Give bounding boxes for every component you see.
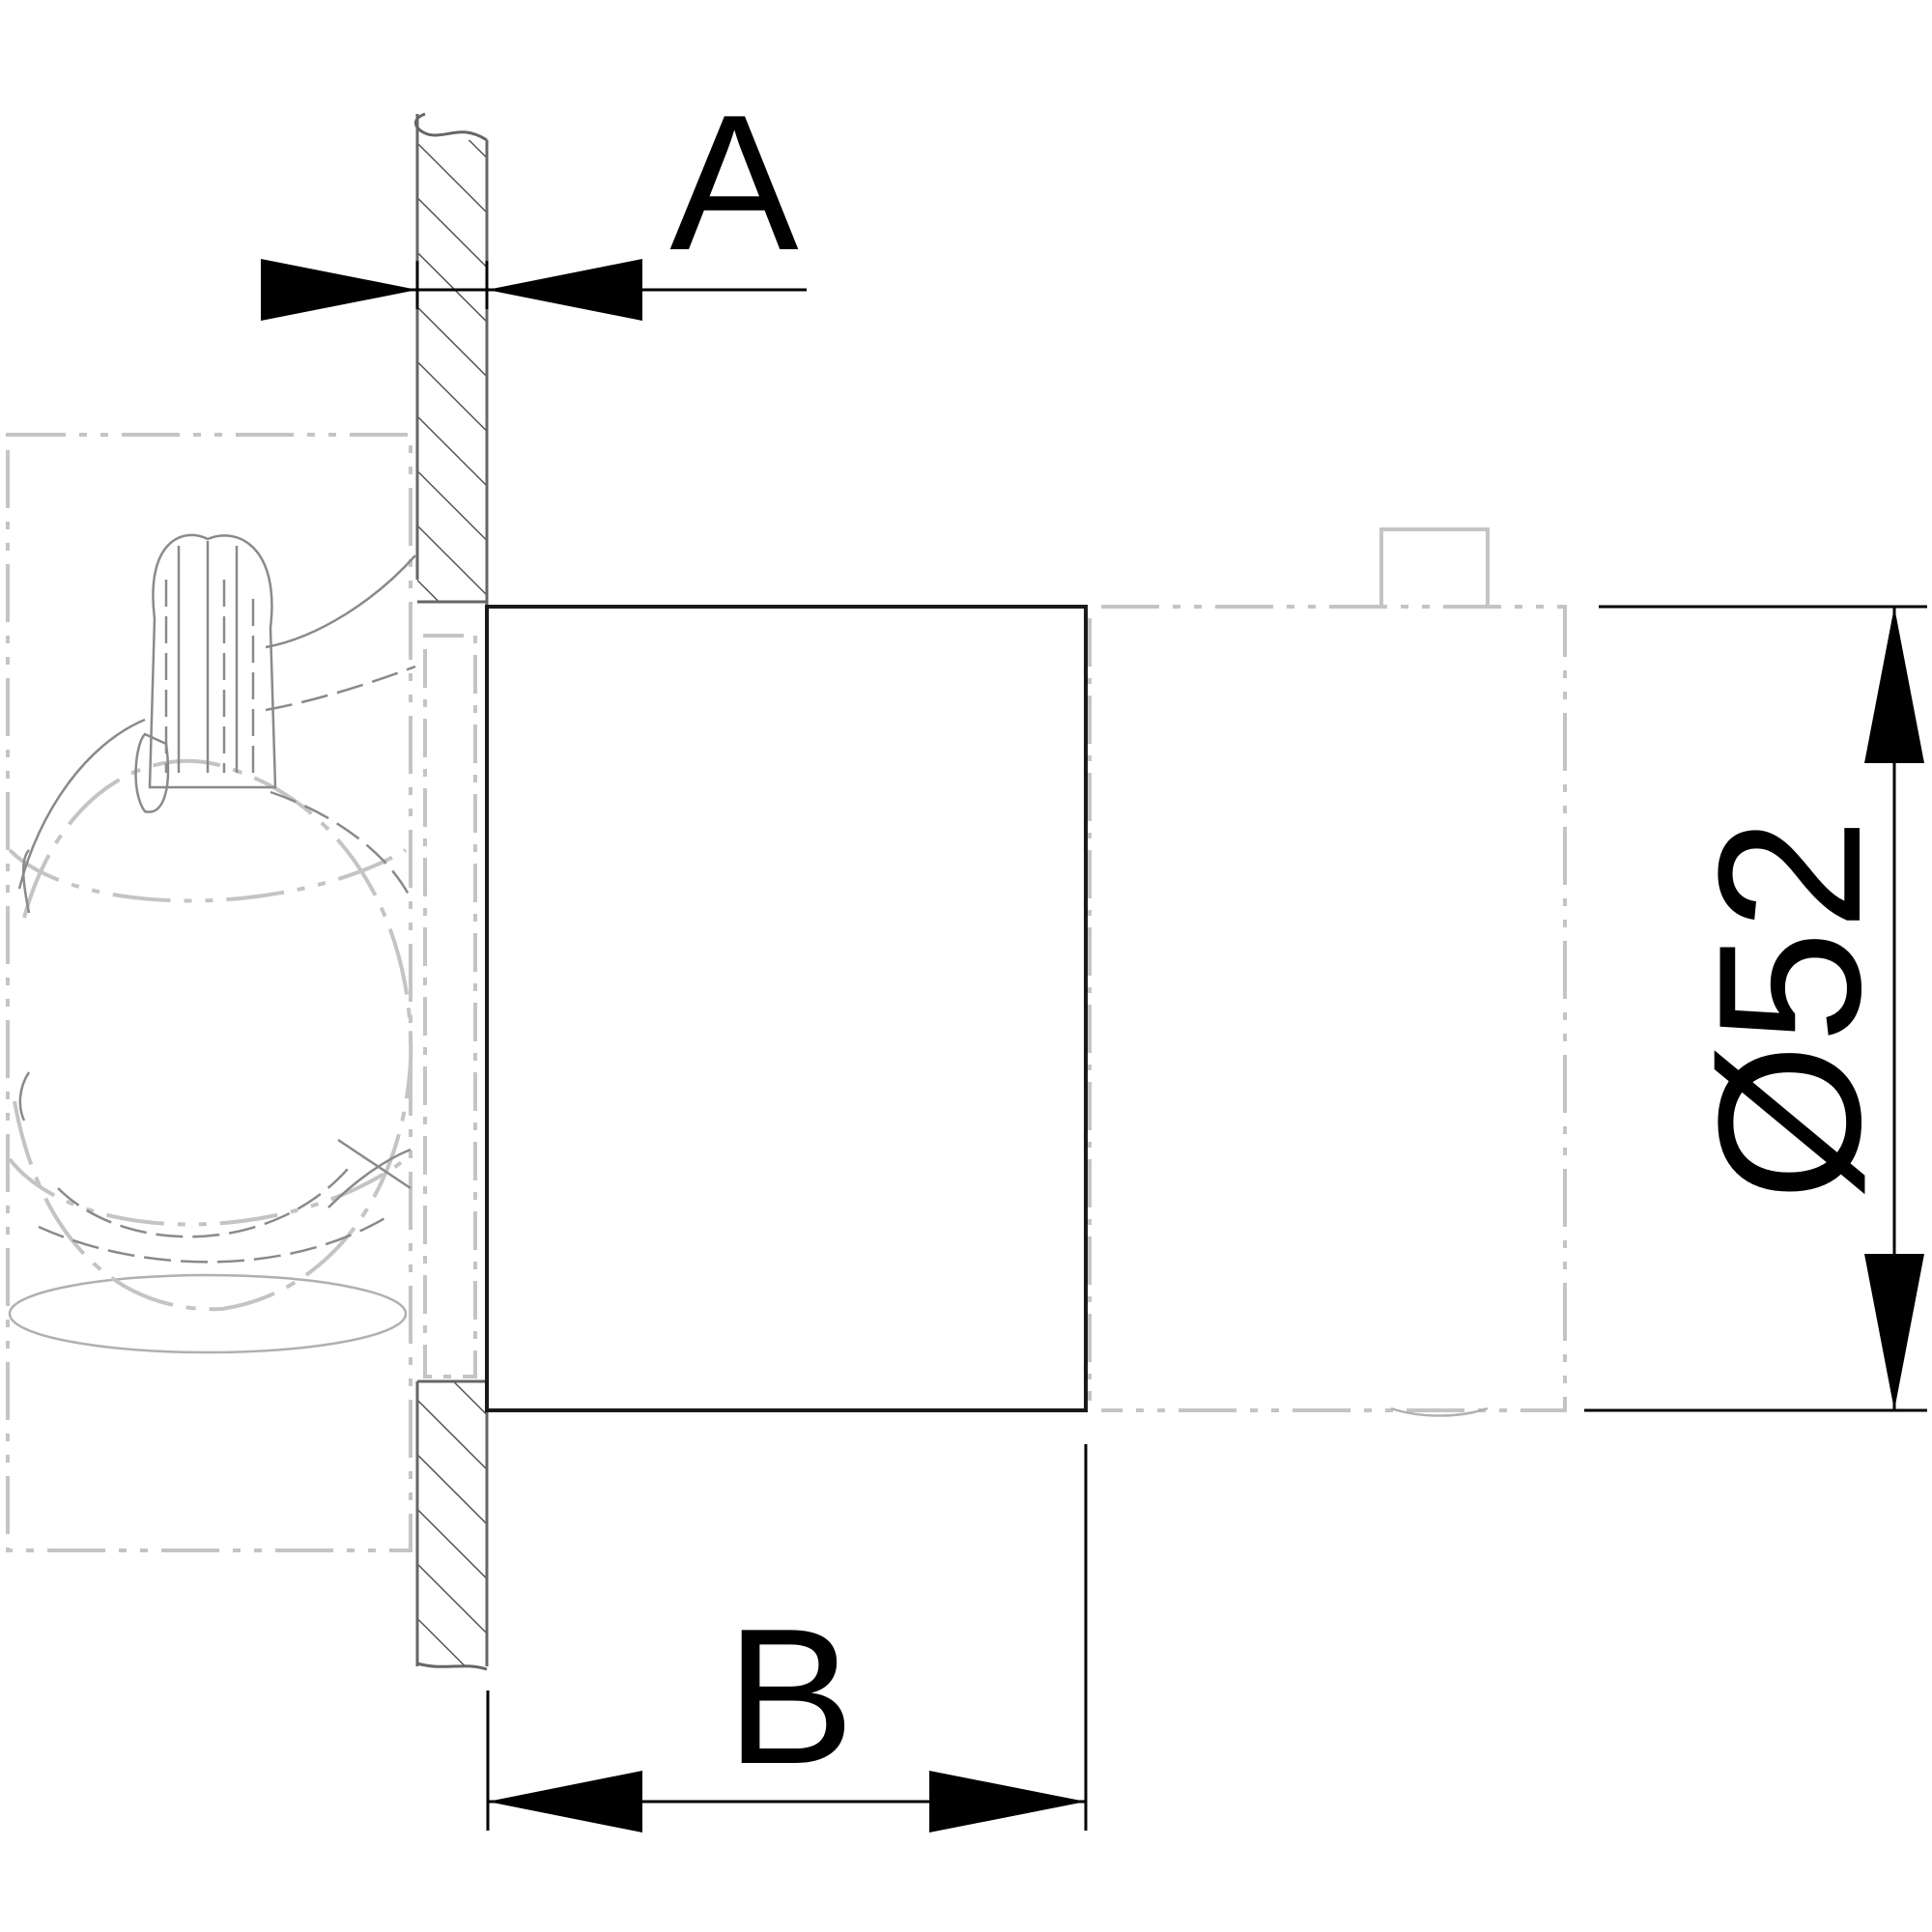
- label-a: A: [669, 75, 799, 291]
- dimension-a: A: [261, 75, 807, 321]
- arrow-right-head: [929, 1771, 1086, 1833]
- arrow-right-head: [261, 259, 417, 321]
- valve-handle-detail: [17, 533, 416, 1264]
- label-b: B: [725, 1589, 854, 1804]
- label-diameter: Ø52: [1676, 818, 1903, 1202]
- arrow-left-head: [487, 259, 642, 321]
- dimension-b: B: [486, 1444, 1088, 1833]
- cover-plate: [485, 605, 1088, 1412]
- wall-section: [413, 112, 489, 1671]
- arrow-down-head: [1864, 1254, 1924, 1410]
- arrow-left-head: [488, 1771, 642, 1833]
- ghost-extension-right: [1088, 527, 1567, 1417]
- ghost-housing-left: [6, 433, 477, 1552]
- dimension-diameter: Ø52: [1584, 605, 1927, 1412]
- arrow-up-head: [1864, 607, 1924, 763]
